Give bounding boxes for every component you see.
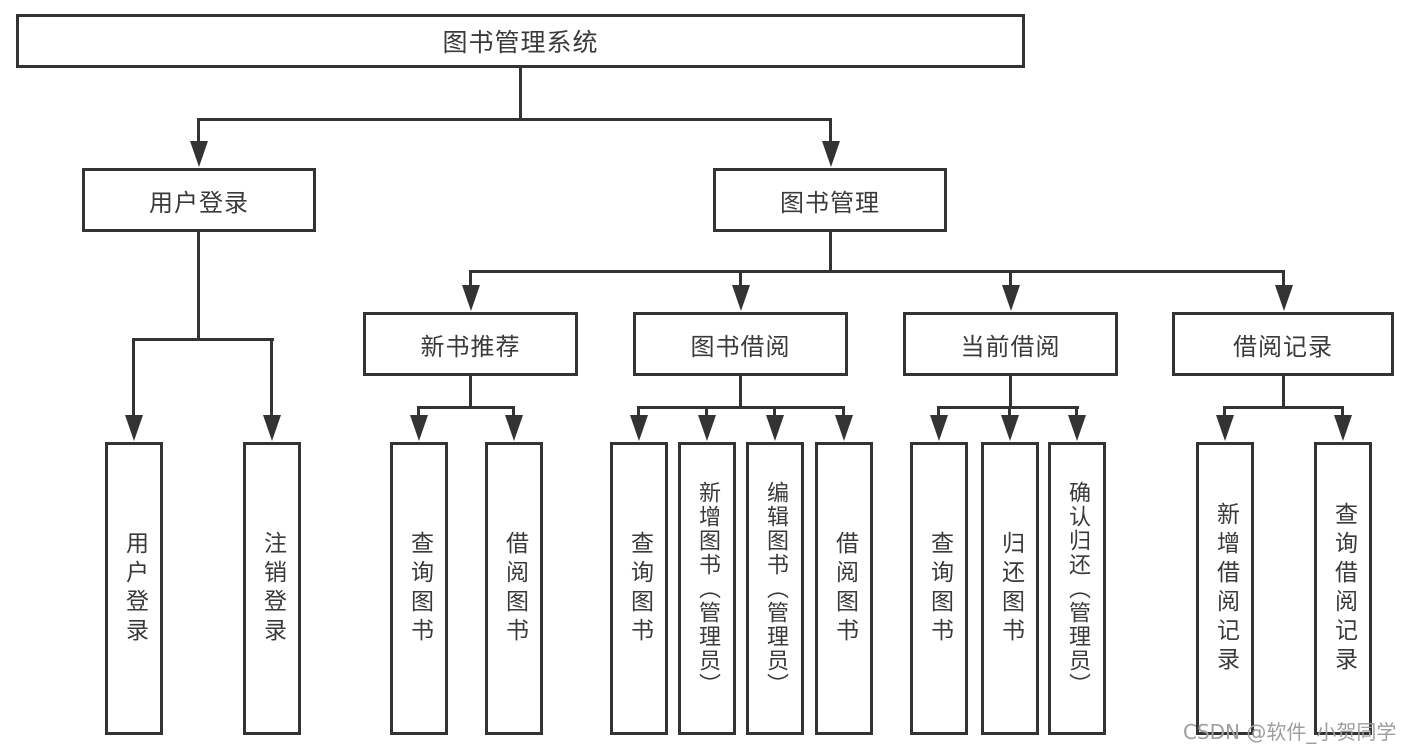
arrow-b2 — [504, 406, 523, 441]
node-new-book-recommend: 新书推荐 — [363, 312, 578, 376]
csdn-watermark: CSDN @软件_小贺同学 — [1183, 720, 1397, 744]
node-root-library-system: 图书管理系统 — [16, 14, 1025, 68]
connector-bar-level2 — [197, 118, 832, 121]
node-book-management: 图书管理 — [713, 168, 947, 232]
leaf-user-login: 用户登录 — [105, 442, 163, 735]
arrow-to-current-borrow — [1001, 270, 1020, 311]
connector-stem-new-book — [469, 376, 472, 408]
leaf-borrow-books: 借阅图书 — [815, 442, 873, 735]
arrow-d1 — [929, 406, 948, 441]
arrow-e1 — [1215, 406, 1234, 441]
leaf-query-borrow-record: 查询借阅记录 — [1314, 442, 1372, 735]
leaf-query-books-recommend: 查询图书 — [390, 442, 448, 735]
connector-bar-new-book — [417, 406, 515, 409]
arrow-to-leaf-user-login — [124, 338, 143, 441]
leaf-edit-books-admin: 编辑图书（管理员） — [746, 442, 804, 735]
leaf-borrow-books-recommend: 借阅图书 — [485, 442, 543, 735]
connector-bar-level3 — [469, 270, 1284, 273]
connector-stem-book-borrow — [739, 376, 742, 408]
connector-bar-borrow-records — [1223, 406, 1344, 409]
leaf-return-books: 归还图书 — [981, 442, 1039, 735]
connector-bar-user-login — [132, 338, 274, 341]
node-book-borrow: 图书借阅 — [633, 312, 848, 376]
leaf-add-borrow-record: 新增借阅记录 — [1196, 442, 1254, 735]
arrow-to-new-book — [461, 270, 480, 311]
connector-stem-book-mgmt — [829, 232, 832, 272]
connector-stem-user-login — [197, 232, 200, 338]
arrow-c4 — [834, 406, 853, 441]
leaf-logout: 注销登录 — [243, 442, 301, 735]
connector-bar-book-borrow — [637, 406, 845, 409]
leaf-query-books-current: 查询图书 — [910, 442, 968, 735]
arrow-to-book-borrow — [731, 270, 750, 311]
arrow-c1 — [629, 406, 648, 441]
connector-stem-borrow-records — [1282, 376, 1285, 408]
connector-stem-current-borrow — [1009, 376, 1012, 408]
arrow-b1 — [409, 406, 428, 441]
node-borrow-records: 借阅记录 — [1172, 312, 1394, 376]
node-user-login: 用户登录 — [82, 168, 316, 232]
arrow-to-user-login — [189, 118, 208, 167]
leaf-add-books-admin: 新增图书（管理员） — [678, 442, 736, 735]
arrow-d2 — [1000, 406, 1019, 441]
arrow-to-book-mgmt — [821, 118, 840, 167]
leaf-query-books-borrow: 查询图书 — [610, 442, 668, 735]
arrow-c2 — [697, 406, 716, 441]
leaf-confirm-return-admin: 确认归还（管理员） — [1048, 442, 1106, 735]
arrow-c3 — [765, 406, 784, 441]
arrow-to-borrow-records — [1274, 270, 1293, 311]
arrow-d3 — [1067, 406, 1086, 441]
connector-stem-root — [519, 68, 522, 121]
arrow-to-leaf-logout — [262, 338, 281, 441]
node-current-borrow: 当前借阅 — [903, 312, 1118, 376]
arrow-e2 — [1333, 406, 1352, 441]
